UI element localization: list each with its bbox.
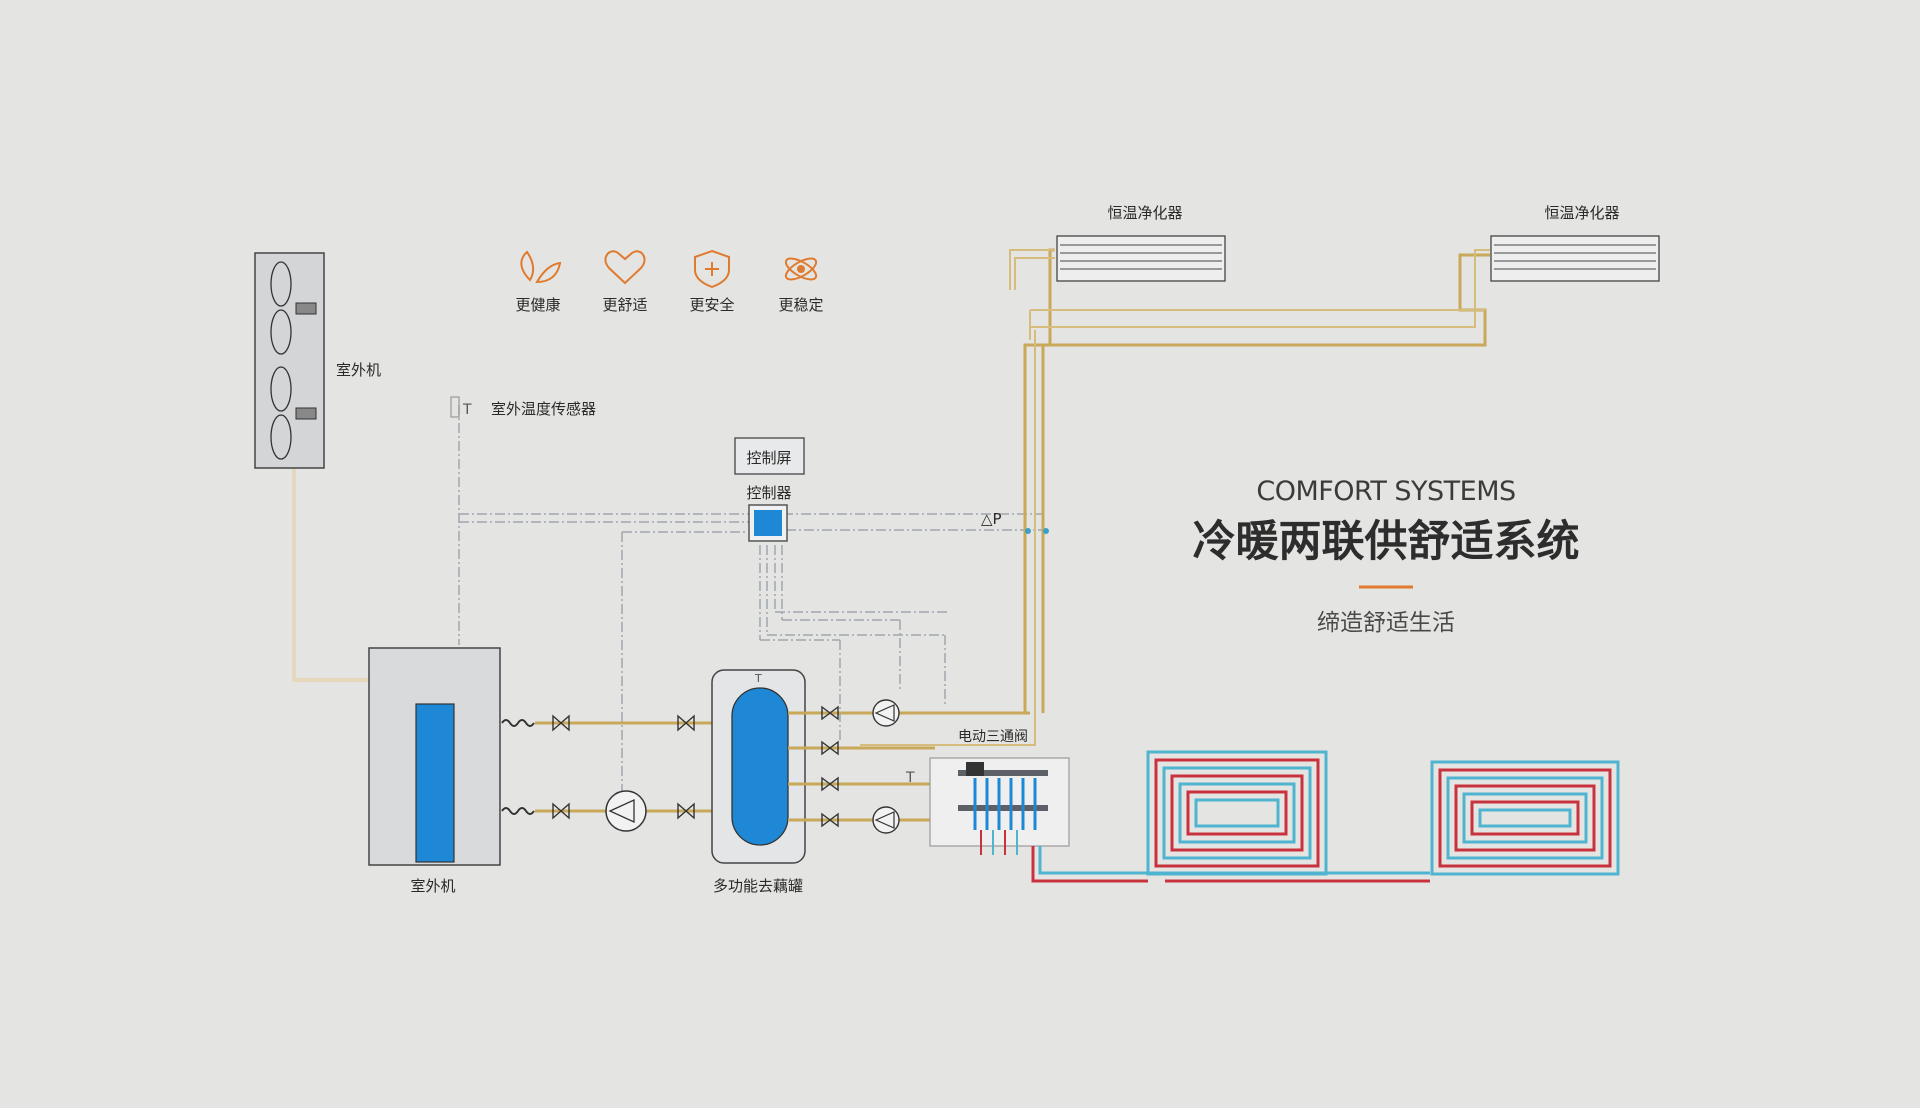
purifier-2-label: 恒温净化器 [1544,204,1619,222]
atom-icon [784,257,818,281]
three-way-valve-label: 电动三通阀 [958,729,1028,745]
feature-label-comfort: 更舒适 [602,296,647,314]
outdoor-unit-label: 室外机 [410,877,455,895]
outdoor-fan-unit [254,252,325,469]
controller-box [748,504,788,542]
feature-label-health: 更健康 [515,296,560,314]
control-screen-box [734,437,805,475]
svg-text:T: T [905,770,915,786]
fan-unit-label: 室外机 [336,361,381,379]
buffer-tank: T [711,669,806,864]
purifier-1 [1056,235,1226,282]
heading-english: COMFORT SYSTEMS [1256,476,1515,507]
outdoor-unit [368,647,501,866]
heading-subtitle: 缔造舒适生活 [1317,610,1455,636]
delta-p-label: △P [981,510,1002,528]
fan-unit-pipe [292,467,370,682]
manifold [929,757,1070,855]
purifier-2 [1490,235,1660,282]
controller-label: 控制器 [746,484,791,502]
floor-coil-2 [1430,760,1620,876]
sensor-node [1043,528,1049,534]
floor-coil-1 [1146,750,1328,876]
feature-label-stability: 更稳定 [778,296,823,314]
leaves-icon [520,250,562,284]
outdoor-sensor-icon: T [450,396,472,418]
floor-heating-loops [1031,750,1620,883]
feature-row [520,249,818,289]
svg-text:T: T [754,672,762,685]
shield-plus-icon [694,249,730,289]
control-screen-label: 控制屏 [746,449,791,467]
heart-icon [604,250,646,285]
heading-chinese: 冷暖两联供舒适系统 [1193,517,1580,567]
secondary-pipes: T [788,699,1030,834]
svg-text:T: T [462,402,472,418]
primary-pipes [501,714,715,832]
purifier-1-label: 恒温净化器 [1107,204,1182,222]
sensor-node [1025,528,1031,534]
feature-label-safety: 更安全 [689,296,734,314]
outdoor-sensor-label: 室外温度传感器 [491,400,596,418]
tank-label: 多功能去藕罐 [713,877,803,895]
